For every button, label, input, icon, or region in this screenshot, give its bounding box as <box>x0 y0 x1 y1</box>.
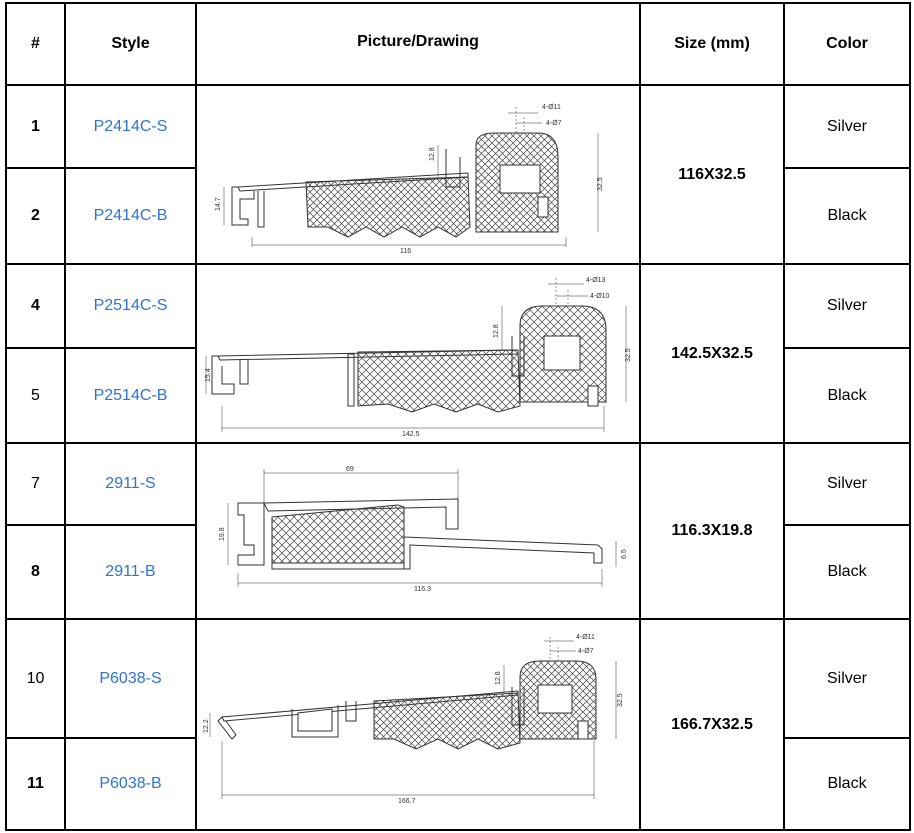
dim-width: 116 <box>400 248 411 255</box>
size-value: 116.3X19.8 <box>671 522 753 539</box>
row-number: 5 <box>31 386 40 404</box>
size-value: 166.7X32.5 <box>671 715 753 733</box>
dim-top-length: 69 <box>346 466 354 473</box>
row-number: 7 <box>31 475 40 492</box>
dim-hole-inner: 4-Ø7 <box>578 648 594 655</box>
header-picture: Picture/Drawing <box>357 33 479 50</box>
style-link[interactable]: P6038-B <box>99 775 162 792</box>
row-number: 11 <box>27 775 44 792</box>
color-value: Silver <box>826 669 867 687</box>
style-link[interactable]: P2414C-B <box>93 207 168 224</box>
style-link[interactable]: 2911-S <box>105 475 156 492</box>
size-value: 142.5X32.5 <box>671 344 753 362</box>
dim-hole-inner: 4-Ø7 <box>546 120 562 127</box>
color-value: Silver <box>826 297 867 314</box>
header-color: Color <box>826 35 868 52</box>
dim-left-height: 19.8 <box>219 527 226 541</box>
header-style: Style <box>111 35 150 52</box>
row-number: 10 <box>26 669 45 687</box>
color-value: Silver <box>826 117 867 135</box>
dim-right-height: 6.5 <box>621 549 628 559</box>
style-link[interactable]: P2514C-B <box>93 386 168 404</box>
row-number: 4 <box>31 297 40 314</box>
profile-drawing-p2514c: 4-Ø13 4-Ø10 12.8 32.5 15.4 142.5 <box>198 266 638 441</box>
dim-total-height: 32.5 <box>625 348 632 362</box>
color-value: Black <box>827 775 867 792</box>
dim-small-height: 12.8 <box>495 671 502 685</box>
header-size: Size (mm) <box>674 35 750 52</box>
style-link[interactable]: 2911-B <box>105 563 156 580</box>
dim-small-height: 12.8 <box>429 147 436 161</box>
row-number: 1 <box>31 117 40 135</box>
profile-drawing-2911: 69 19.8 6.5 116.3 <box>198 445 638 617</box>
dim-left-height: 12.2 <box>203 719 210 733</box>
size-value: 116X32.5 <box>678 165 746 183</box>
dim-total-height: 32.5 <box>597 177 604 191</box>
profile-drawing-p2414c: 4-Ø11 4-Ø7 12.8 32.5 14.7 116 <box>198 87 638 262</box>
row-number: 2 <box>31 207 40 224</box>
dim-width: 166.7 <box>398 798 416 805</box>
row-number: 8 <box>31 563 40 580</box>
dim-hole-outer: 4-Ø13 <box>586 277 606 284</box>
color-value: Black <box>827 386 867 404</box>
style-link[interactable]: P6038-S <box>99 669 162 687</box>
dim-total-height: 32.5 <box>617 693 624 707</box>
dim-left-height: 15.4 <box>205 368 212 382</box>
dim-width: 116.3 <box>414 586 431 593</box>
dim-left-height: 14.7 <box>215 197 222 211</box>
dim-hole-inner: 4-Ø10 <box>590 293 610 300</box>
header-number: # <box>31 35 40 52</box>
dim-width: 142.5 <box>402 431 420 438</box>
profile-drawing-p6038: 4-Ø11 4-Ø7 12.8 32.5 12.2 166.7 <box>198 621 638 828</box>
color-value: Black <box>827 207 867 224</box>
color-value: Silver <box>826 475 867 492</box>
dim-hole-outer: 4-Ø11 <box>542 104 561 111</box>
style-link[interactable]: P2414C-S <box>93 117 168 135</box>
dim-small-height: 12.8 <box>493 324 500 338</box>
style-link[interactable]: P2514C-S <box>93 297 168 314</box>
color-value: Black <box>827 563 867 580</box>
dim-hole-outer: 4-Ø11 <box>576 634 595 641</box>
